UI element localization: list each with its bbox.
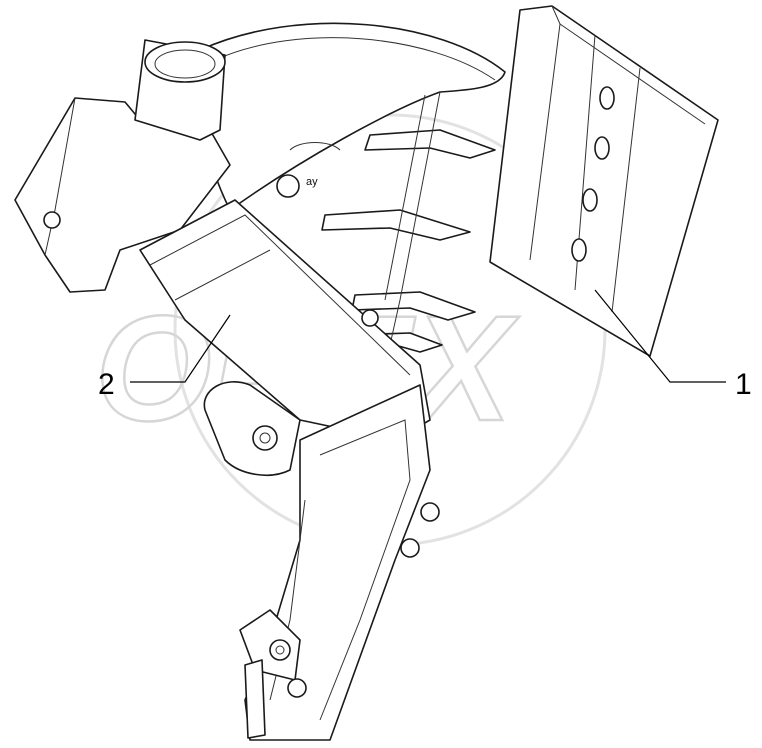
plate-hole	[571, 238, 587, 262]
bolt	[287, 678, 307, 698]
callout-2-number: 2	[98, 368, 115, 401]
callout-2: 2	[98, 314, 231, 401]
tube-opening	[144, 41, 226, 83]
bolt	[361, 309, 379, 327]
shield-boss	[276, 174, 300, 198]
shield-tag: ay	[306, 176, 318, 188]
plate-hole	[582, 188, 598, 212]
plate-part-1	[489, 5, 719, 357]
bolt	[420, 502, 440, 522]
hinge-bolt	[252, 425, 278, 451]
plate-hole	[599, 86, 615, 110]
bolt	[400, 538, 420, 558]
callout-1-number: 1	[735, 368, 752, 401]
arm-assembly-part-2: ay	[14, 22, 506, 741]
plate-hole	[594, 136, 610, 160]
callout-1: 1	[594, 289, 752, 401]
bolt	[269, 639, 291, 661]
mount-hole	[43, 211, 61, 229]
